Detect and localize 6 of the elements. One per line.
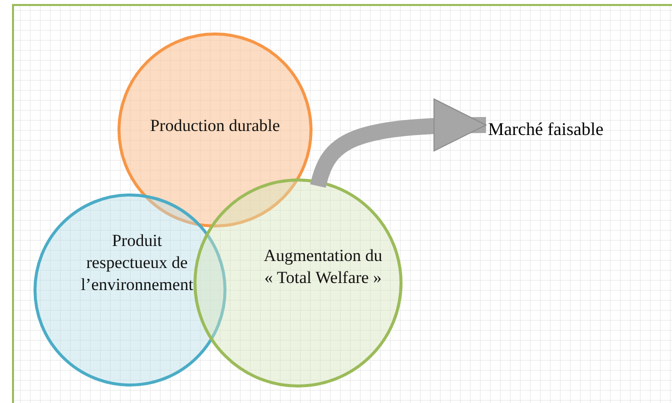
outcome-text: Marché faisable: [488, 116, 672, 142]
circle-label: Augmentation du « Total Welfare »: [262, 245, 384, 289]
circle-label: Production durable: [149, 115, 281, 137]
circle-label: Produit respectueux de l’environnement: [80, 230, 194, 296]
venn-circle: [117, 32, 313, 228]
venn-circle: [193, 178, 403, 388]
